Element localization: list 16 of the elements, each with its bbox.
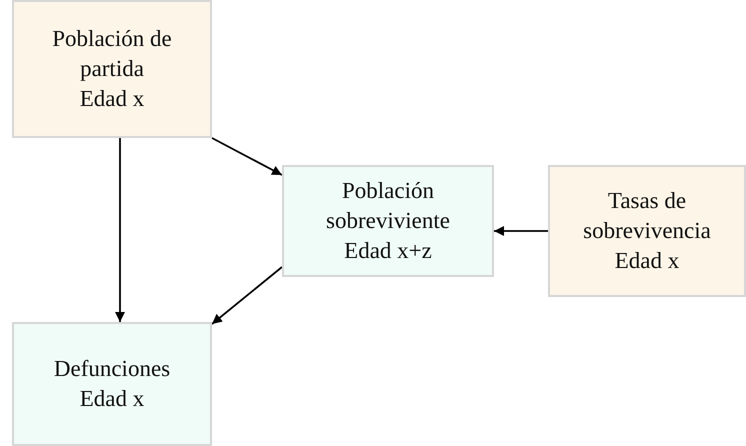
box-label: Población de partida: [51, 25, 173, 83]
box-label: Defunciones: [54, 355, 170, 383]
process-box: [282, 165, 494, 277]
arrow: [115, 138, 125, 322]
arrow: [211, 266, 283, 325]
process-box: [12, 322, 212, 446]
box-label: Edad x: [80, 85, 144, 113]
box-label: Población sobreviviente: [325, 177, 451, 235]
box-label: Edad x: [80, 385, 144, 413]
box-label: Edad x: [614, 247, 680, 275]
arrow: [494, 226, 548, 236]
process-box: [548, 165, 746, 297]
box-label: Edad x+z: [344, 237, 432, 265]
box-label: Tasas de sobrevivencia: [582, 187, 712, 245]
process-box: [12, 0, 212, 138]
arrow: [212, 137, 282, 176]
